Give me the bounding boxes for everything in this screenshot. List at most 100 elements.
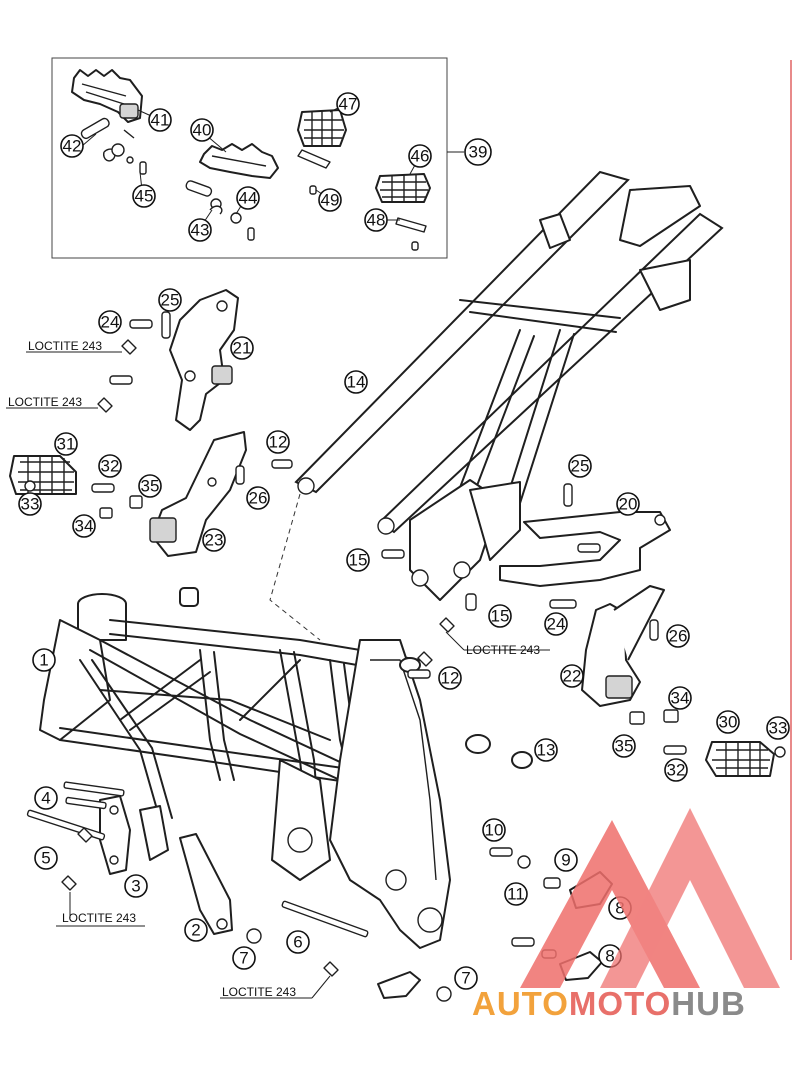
callout-label: 20 bbox=[619, 495, 638, 514]
callout-label: 6 bbox=[293, 933, 302, 952]
callout-label: 24 bbox=[547, 615, 566, 634]
callout-label: 1 bbox=[39, 651, 48, 670]
callout-6: 6 bbox=[286, 930, 310, 954]
callout-label: 42 bbox=[63, 137, 82, 156]
callout-1: 1 bbox=[32, 648, 56, 672]
callout-label: 35 bbox=[141, 477, 160, 496]
callout-label: 7 bbox=[461, 969, 470, 988]
callout-3: 3 bbox=[124, 874, 148, 898]
callout-label: 48 bbox=[367, 211, 386, 230]
brand-word-auto: AUTO bbox=[472, 985, 569, 1022]
watermark-logo-icon bbox=[520, 808, 780, 988]
callout-label: 49 bbox=[321, 191, 340, 210]
grab-handle-20 bbox=[499, 511, 671, 587]
callout-20: 20 bbox=[616, 492, 640, 516]
callout-15-left: 15 bbox=[346, 548, 370, 572]
callout-label: 47 bbox=[339, 95, 358, 114]
pin-42 bbox=[80, 117, 147, 175]
loctite-note: LOCTITE 243 bbox=[222, 985, 296, 999]
callout-23: 23 bbox=[202, 528, 226, 552]
footpeg-47 bbox=[297, 109, 347, 195]
brand-word-hub: HUB bbox=[671, 985, 746, 1022]
callout-label: 23 bbox=[205, 531, 224, 550]
callout-label: 34 bbox=[671, 689, 690, 708]
footpeg-46 bbox=[375, 173, 431, 251]
callout-label: 10 bbox=[485, 821, 504, 840]
callout-label: 21 bbox=[233, 339, 252, 358]
callout-46: 46 bbox=[408, 144, 432, 168]
callout-label: 43 bbox=[191, 221, 210, 240]
callout-43: 43 bbox=[188, 218, 212, 242]
callout-label: 2 bbox=[191, 921, 200, 940]
loctite-note: LOCTITE 243 bbox=[466, 643, 540, 657]
callout-label: 33 bbox=[769, 719, 788, 738]
callout-25-right: 25 bbox=[568, 454, 592, 478]
callout-label: 14 bbox=[347, 373, 366, 392]
callout-label: 15 bbox=[491, 607, 510, 626]
footrest-kit-inset bbox=[51, 57, 464, 259]
callout-35-right: 35 bbox=[612, 734, 636, 758]
page-edge-line bbox=[790, 60, 792, 960]
callout-label: 32 bbox=[101, 457, 120, 476]
callout-45: 45 bbox=[132, 184, 156, 208]
callout-32-left: 32 bbox=[98, 454, 122, 478]
callout-30: 30 bbox=[716, 710, 740, 734]
callout-label: 8 bbox=[605, 947, 614, 966]
loctite-note: LOCTITE 243 bbox=[8, 395, 82, 409]
callout-label: 32 bbox=[667, 761, 686, 780]
callout-40: 40 bbox=[190, 118, 214, 142]
callout-label: 25 bbox=[161, 291, 180, 310]
callout-7-right: 7 bbox=[454, 966, 478, 990]
callout-label: 11 bbox=[507, 885, 525, 904]
callout-4: 4 bbox=[34, 786, 58, 810]
callout-41: 41 bbox=[148, 108, 172, 132]
callout-label: 12 bbox=[441, 669, 460, 688]
callout-5: 5 bbox=[34, 846, 58, 870]
callout-49: 49 bbox=[318, 188, 342, 212]
callout-12-top: 12 bbox=[266, 430, 290, 454]
callout-label: 13 bbox=[537, 741, 556, 760]
callout-label: 26 bbox=[249, 489, 268, 508]
callout-label: 9 bbox=[561, 851, 570, 870]
footpeg-41 bbox=[71, 69, 143, 123]
callouts: 41 40 42 45 44 43 47 46 49 48 39 25 24 2… bbox=[18, 92, 790, 990]
callout-label: 3 bbox=[131, 877, 140, 896]
callout-label: 39 bbox=[469, 143, 488, 162]
callout-15-right: 15 bbox=[488, 604, 512, 628]
callout-14: 14 bbox=[344, 370, 368, 394]
callout-24-left: 24 bbox=[98, 310, 122, 334]
callout-10: 10 bbox=[482, 818, 506, 842]
callout-label: 25 bbox=[571, 457, 590, 476]
callout-label: 8 bbox=[615, 899, 624, 918]
callout-12-bottom: 12 bbox=[438, 666, 462, 690]
callout-label: 40 bbox=[193, 121, 212, 140]
footrest-bracket-23 bbox=[149, 431, 247, 557]
callout-label: 4 bbox=[41, 789, 50, 808]
rear-subframe bbox=[269, 170, 724, 641]
callout-31: 31 bbox=[54, 432, 78, 456]
callout-42: 42 bbox=[60, 134, 84, 158]
callout-39: 39 bbox=[464, 138, 492, 166]
callout-22: 22 bbox=[560, 664, 584, 688]
callout-label: 33 bbox=[21, 495, 40, 514]
callout-34-left: 34 bbox=[72, 514, 96, 538]
callout-2: 2 bbox=[184, 918, 208, 942]
callout-label: 26 bbox=[669, 627, 688, 646]
callout-label: 44 bbox=[239, 189, 258, 208]
callout-label: 31 bbox=[57, 435, 76, 454]
callout-34-right: 34 bbox=[668, 686, 692, 710]
footpeg-31 bbox=[9, 455, 77, 495]
callout-24-right: 24 bbox=[544, 612, 568, 636]
callout-47: 47 bbox=[336, 92, 360, 116]
callout-13: 13 bbox=[534, 738, 558, 762]
callout-11: 11 bbox=[504, 882, 528, 906]
brand-word-moto: MOTO bbox=[568, 985, 672, 1022]
callout-33-left: 33 bbox=[18, 492, 42, 516]
callout-label: 7 bbox=[239, 949, 248, 968]
loctite-note: LOCTITE 243 bbox=[28, 339, 102, 353]
callout-label: 35 bbox=[615, 737, 634, 756]
callout-label: 45 bbox=[135, 187, 154, 206]
footpeg-30 bbox=[705, 741, 775, 777]
callout-33-right: 33 bbox=[766, 716, 790, 740]
